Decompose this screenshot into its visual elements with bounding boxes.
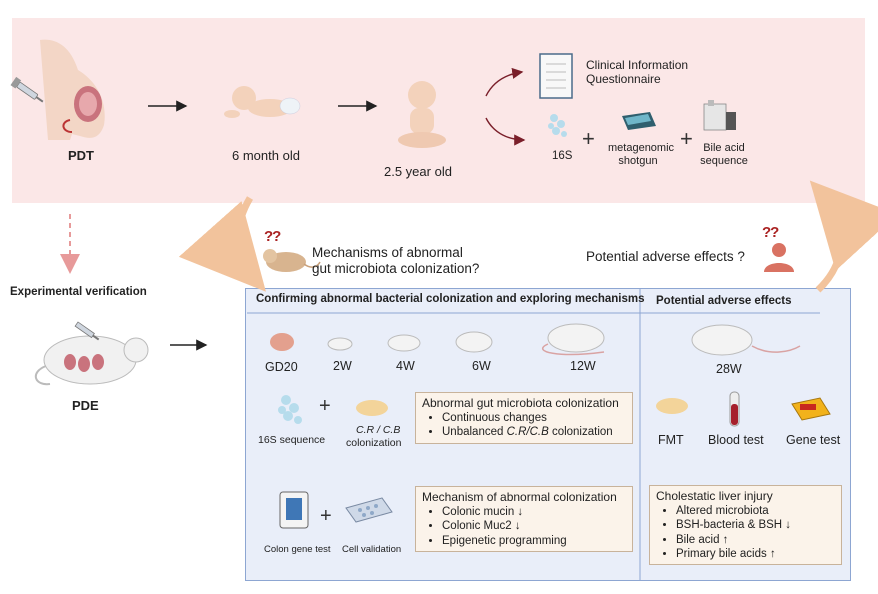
orange-arrow-right: [809, 180, 878, 293]
toddler-sitting-icon: [398, 81, 446, 148]
rat-12w-icon: [541, 323, 605, 356]
plus-sign-2: +: [680, 126, 693, 151]
rat-colonization-icon: [356, 400, 388, 416]
blood-test-label: Blood test: [708, 433, 764, 447]
mouse-question-icon: [263, 249, 321, 272]
age-12w: 12W: [570, 359, 596, 373]
rat-6w-icon: [455, 331, 493, 353]
notebook-icon: [539, 53, 573, 99]
rat-2w-icon: [327, 337, 353, 351]
colonization-label: colonization: [346, 437, 402, 449]
s16-sequence-label: 16S sequence: [258, 434, 326, 446]
right-panel-header: Potential adverse effects: [656, 295, 792, 307]
age-gd20: GD20: [265, 360, 298, 374]
arrow-up-right: [485, 67, 524, 97]
dna-cluster-icon-2: [278, 395, 302, 424]
syringe-icon-2: [74, 321, 100, 341]
rat-4w-icon: [387, 334, 421, 352]
plus-sign: +: [582, 126, 595, 151]
dna-cluster-icon: [548, 114, 567, 137]
arrow-down-right: [485, 117, 526, 146]
pde-label: PDE: [72, 398, 99, 413]
fmt-label: FMT: [658, 433, 684, 447]
left-panel-header: Confirming abnormal bacterial colonizati…: [256, 293, 645, 305]
pregnant-woman-icon: [40, 39, 105, 140]
note-mechanism: Mechanism of abnormal colonization Colon…: [415, 486, 633, 552]
age-6-month-label: 6 month old: [232, 148, 300, 163]
plus-sign-4: +: [320, 505, 332, 527]
baby-crawling-icon: [224, 86, 301, 118]
cr-cb-label: C.R / C.B: [356, 424, 401, 436]
question-marks-right: ??: [762, 224, 779, 241]
rat-fmt-icon: [656, 398, 688, 414]
gene-test-kit-icon: [791, 397, 831, 421]
pdt-label: PDT: [68, 148, 94, 163]
experimental-verification-label: Experimental verification: [10, 286, 147, 298]
potential-question: Potential adverse effects ?: [586, 249, 745, 264]
age-28w: 28W: [716, 362, 742, 376]
rat-28w-icon: [691, 324, 801, 356]
age-6w: 6W: [472, 359, 491, 373]
colon-gene-test-label: Colon gene test: [264, 544, 331, 555]
age-4w: 4W: [396, 359, 415, 373]
age-2w: 2W: [333, 359, 352, 373]
cell-validation-label: Cell validation: [342, 544, 402, 555]
lab-instrument-icon: [703, 100, 736, 131]
orange-arrow-left: [178, 196, 266, 292]
cell-plate-icon: [345, 497, 393, 523]
age-2-5-year-label: 2.5 year old: [384, 164, 452, 179]
plus-sign-3: +: [319, 395, 331, 417]
sequencer-icon: [622, 112, 656, 130]
s16-label: 16S: [552, 150, 573, 162]
blood-tube-icon: [729, 391, 740, 427]
rat-gd20-icon: [270, 333, 294, 351]
gene-test-device-icon: [279, 491, 309, 529]
person-icon: [764, 243, 794, 272]
syringe-icon: [10, 76, 44, 103]
gene-test-label: Gene test: [786, 433, 841, 447]
note-cholestatic: Cholestatic liver injury Altered microbi…: [649, 485, 842, 565]
note-abnormal-colonization: Abnormal gut microbiota colonization Con…: [415, 392, 633, 444]
question-marks-left: ??: [264, 228, 281, 245]
pregnant-mouse-icon: [35, 335, 149, 386]
